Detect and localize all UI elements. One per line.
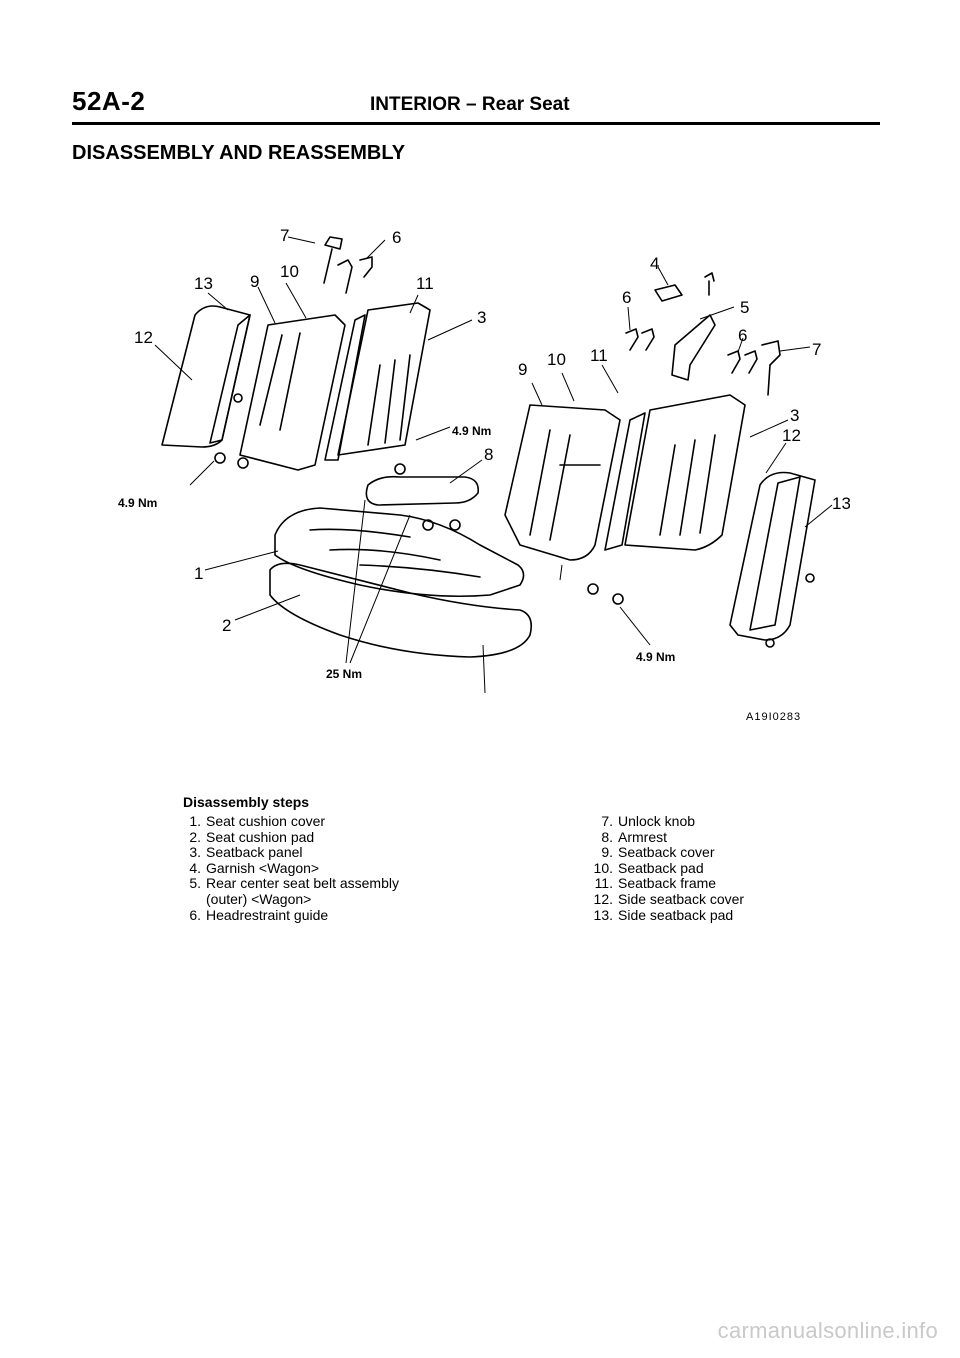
headrestraint-guide [323,236,343,284]
right-seatback-frame [624,394,746,551]
callout-5: 5 [740,298,749,317]
callout-12: 12 [134,328,153,347]
fastener [805,573,815,583]
callout-13: 13 [194,274,213,293]
callout-6b: 6 [622,288,631,307]
left-side-seatback-pad [209,314,251,444]
callout-12b: 12 [782,426,801,445]
fastener [214,452,226,464]
garnish [654,284,683,302]
step-item: 5.Rear center seat belt assembly [189,875,399,892]
step-item: 1.Seat cushion cover [189,813,326,829]
callout-6c: 6 [738,326,747,345]
fastener [422,519,434,531]
fastener [237,457,249,469]
figure-code: A19I0283 [746,711,801,723]
step-item: 8.Armrest [601,828,667,845]
garnish-bolt [704,272,715,296]
callout-7b: 7 [812,340,821,359]
left-seatback-frame [337,302,431,456]
callout-7: 7 [280,226,289,245]
step-item: 6.Headrestraint guide [189,906,329,923]
callout-10b: 10 [547,350,566,369]
step-item: 2.Seat cushion pad [189,828,315,845]
steps-list-right: 7.Unlock knob 8.Armrest 9.Seatback cover… [586,813,745,923]
seat-cushion-cover [274,507,525,598]
page-number: 52A-2 [72,86,146,116]
torque-label: 25 Nm [326,667,362,681]
watermark: carmanualsonline.info [717,1318,938,1343]
headrestraint-guide [337,259,353,294]
seat-cushion-pad [269,562,533,658]
headrestraint-guide [744,350,758,374]
header-rule [72,122,880,125]
steps-title: Disassembly steps [183,794,310,810]
step-item: 13.Side seatback pad [593,906,734,923]
callout-3: 3 [477,308,486,327]
unlock-knob [761,340,781,396]
fastener [449,519,461,531]
steps-list-left: 1.Seat cushion cover 2.Seat cushion pad … [183,813,399,923]
callout-9b: 9 [518,360,527,379]
right-seatback-cover [504,404,621,561]
step-item: 12.Side seatback cover [593,890,745,907]
fastener [233,393,243,403]
headrestraint-guide [625,328,639,351]
fastener [765,638,775,648]
headrestraint-guide [641,328,655,351]
fastener [394,463,406,475]
right-side-seatback [729,471,816,641]
headrestraint-guide [359,256,373,278]
callout-1: 1 [194,564,203,583]
armrest [365,475,480,506]
step-item: 9.Seatback cover [601,844,715,861]
callout-6: 6 [392,228,401,247]
headrestraint-guide [727,350,741,374]
torque-label: 4.9 Nm [118,496,157,510]
step-item: 11.Seatback frame [594,875,717,892]
page-header-title: INTERIOR – Rear Seat [370,94,570,115]
step-item: 7.Unlock knob [601,813,696,829]
callout-9: 9 [250,272,259,291]
step-item: 3.Seatback panel [189,844,303,861]
step-item: 10.Seatback pad [593,859,704,876]
step-item: 4.Garnish <Wagon> [189,859,320,876]
section-title: DISASSEMBLY AND REASSEMBLY [72,142,406,164]
callout-3b: 3 [790,406,799,425]
step-item-continuation: (outer) <Wagon> [206,890,312,907]
left-seatback-pad [324,314,366,461]
callout-11: 11 [416,274,434,293]
torque-label: 4.9 Nm [636,650,675,664]
callout-2: 2 [222,616,231,635]
callout-11b: 11 [590,346,608,365]
exploded-seat-diagram: 7 6 10 13 9 11 3 12 8 1 2 4 6 5 6 7 9 10… [110,215,850,735]
callout-10: 10 [280,262,299,281]
callout-13b: 13 [832,494,850,513]
seat-belt-assembly [671,314,716,381]
fastener [612,593,624,605]
fastener [587,583,599,595]
right-side-seatback-pad [749,476,801,631]
left-seatback-cover [239,314,346,471]
callout-4: 4 [650,254,659,273]
right-seatback-pad [604,412,646,551]
torque-label: 4.9 Nm [452,424,491,438]
callout-8: 8 [484,445,493,464]
